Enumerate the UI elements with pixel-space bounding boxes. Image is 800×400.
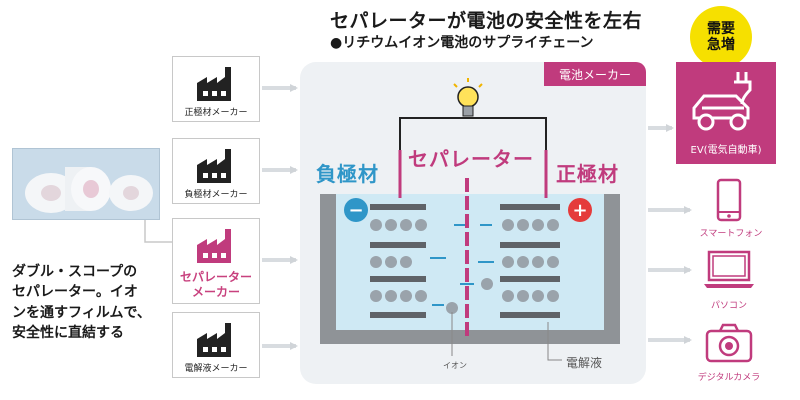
- ions: [446, 278, 493, 314]
- smartphone-label: スマートフォン: [699, 229, 763, 239]
- ion-arrows: [430, 224, 494, 306]
- caption-line-2: セパレーター。イオ: [12, 284, 138, 301]
- supplier-electrolyte-label: 電解液メーカー: [184, 364, 248, 374]
- anode-particles: [370, 219, 427, 302]
- minus-sign: −: [348, 200, 363, 221]
- separator-label: セパレーター: [408, 147, 534, 171]
- battery-maker-tag: 電池メーカー: [544, 62, 646, 86]
- page-subtitle: ●リチウムイオン電池のサプライチェーン: [330, 35, 594, 51]
- caption-line-3: ンを通すフィルムで、: [12, 304, 151, 321]
- factory-icon: [197, 67, 231, 101]
- caption-line-4: 安全性に直結する: [12, 324, 124, 341]
- ion-label: イオン: [443, 361, 467, 370]
- factory-icon: [197, 149, 231, 183]
- laptop-icon: [704, 250, 754, 288]
- ev-label: EV(電気自動車): [690, 145, 762, 156]
- separator-rolls-photo: [12, 148, 160, 220]
- anode-label: 負極材: [316, 162, 379, 186]
- factory-icon: [197, 323, 231, 357]
- supplier-anode-label: 負極材メーカー: [184, 190, 248, 200]
- supplier-separator-label-line-2: メーカー: [191, 284, 240, 299]
- cathode-label: 正極材: [556, 162, 619, 186]
- demand-badge: 需要 急増: [690, 6, 752, 68]
- camera-label: デジタルカメラ: [697, 373, 761, 383]
- cathode-particles: [502, 219, 559, 302]
- page-title: セパレーターが電池の安全性を左右: [330, 10, 643, 32]
- plus-sign: +: [572, 200, 587, 221]
- supplier-separator: セパレーター メーカー: [172, 218, 260, 304]
- smartphone-icon: [716, 178, 742, 222]
- cathode-plates: [500, 204, 560, 318]
- supplier-cathode-label: 正極材メーカー: [184, 108, 248, 118]
- supplier-anode: 負極材メーカー: [172, 138, 260, 204]
- anode-terminal: −: [344, 198, 368, 222]
- electric-car-icon: [692, 72, 752, 131]
- anode-plates: [370, 204, 426, 318]
- light-bulb-icon: [453, 78, 483, 117]
- factory-icon: [197, 229, 231, 263]
- supplier-separator-label-line-1: セパレーター: [179, 270, 252, 285]
- supplier-cathode: 正極材メーカー: [172, 56, 260, 122]
- ev-box: EV(電気自動車): [676, 62, 776, 164]
- electrolyte-label: 電解液: [566, 356, 603, 370]
- supplier-electrolyte: 電解液メーカー: [172, 312, 260, 378]
- supplier-separator-label: セパレーター メーカー: [173, 270, 259, 299]
- photo-caption: ダブル・スコープの セパレーター。イオ ンを通すフィルムで、 安全性に直結する: [12, 262, 172, 343]
- pc-label: パソコン: [710, 301, 747, 311]
- badge-line-1: 需要: [707, 20, 735, 37]
- badge-line-2: 急増: [707, 37, 735, 53]
- camera-icon: [705, 323, 753, 363]
- cathode-terminal: +: [568, 198, 592, 222]
- caption-line-1: ダブル・スコープの: [12, 264, 138, 280]
